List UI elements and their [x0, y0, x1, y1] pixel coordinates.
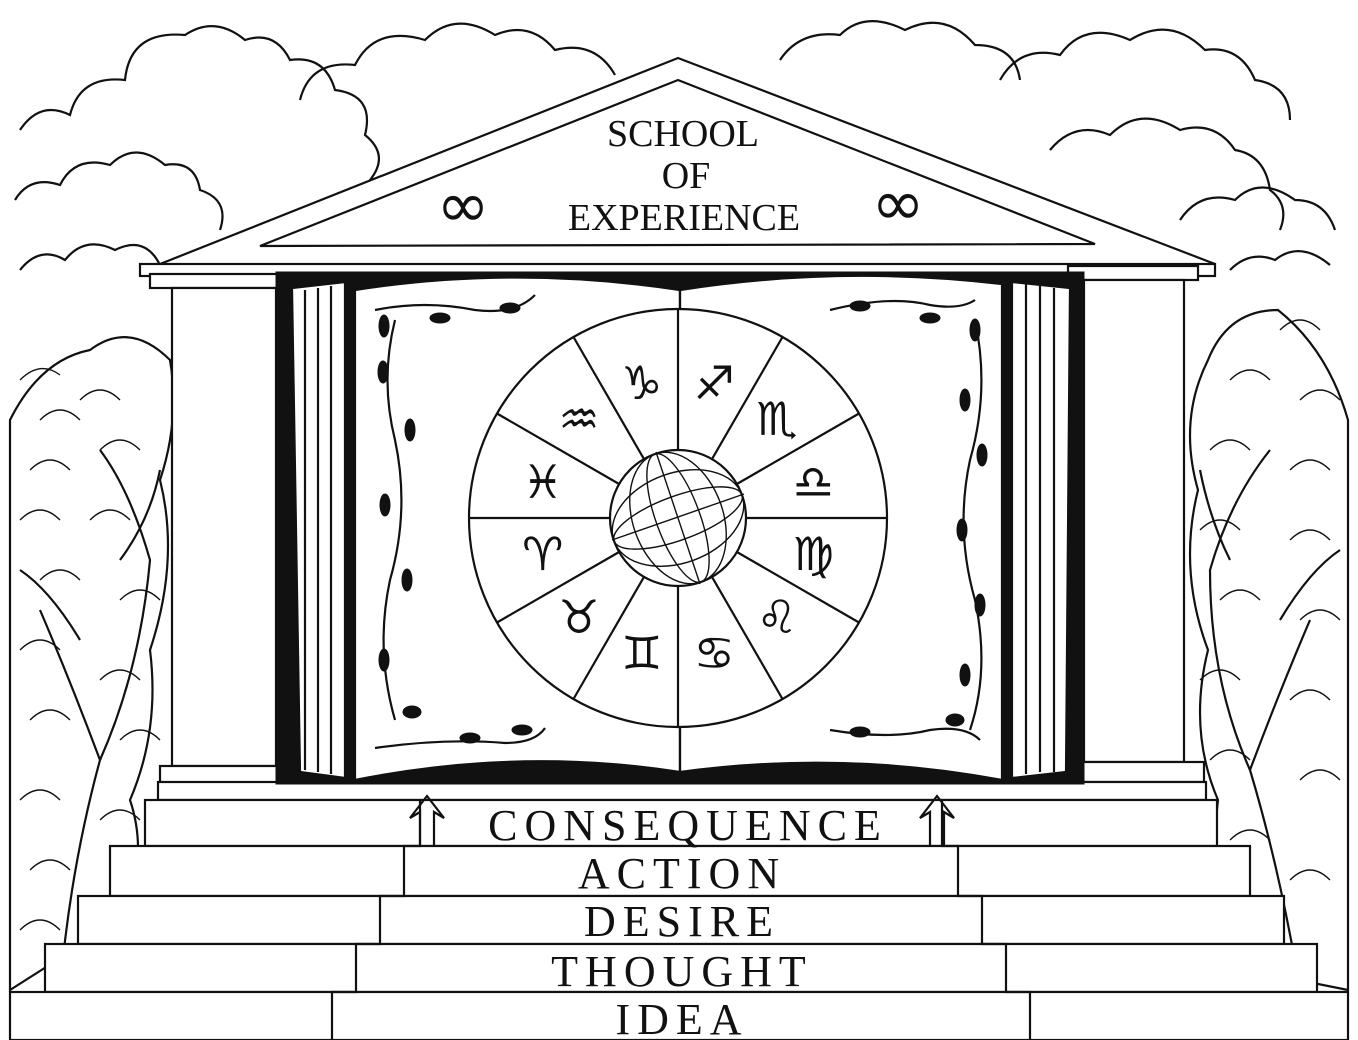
cloud-center	[300, 24, 615, 100]
aries-icon: ♈	[522, 527, 563, 581]
virgo-icon: ♍	[793, 527, 834, 581]
column-left-capital	[150, 274, 290, 288]
pediment: SCHOOL OF EXPERIENCE ∞ ∞	[140, 58, 1215, 276]
column-right-capital	[1068, 266, 1198, 280]
libra-icon: ♎	[793, 455, 834, 509]
sagittarius-icon: ♐	[694, 356, 735, 410]
cloud-center-right	[780, 21, 1020, 80]
step-label-consequence: CONSEQUENCE	[488, 801, 888, 850]
cloud-right	[1000, 30, 1290, 120]
gemini-icon: ♊	[621, 626, 662, 680]
capricorn-icon: ♑	[621, 356, 662, 410]
staircase: CONSEQUENCE ACTION DESIRE THOUGHT IDEA	[10, 796, 1348, 1040]
step-label-idea: IDEA	[615, 995, 748, 1040]
column-right	[1084, 280, 1184, 762]
cloud-right-low3	[1230, 251, 1330, 270]
scorpio-icon: ♏	[756, 392, 797, 446]
cloud-right-low2	[1180, 188, 1335, 231]
column-left	[172, 288, 276, 766]
pediment-title-line-2: OF	[662, 155, 711, 197]
infinity-right-icon: ∞	[871, 167, 924, 241]
column-right-base	[1072, 762, 1204, 782]
infinity-left-icon: ∞	[436, 169, 489, 243]
taurus-icon: ♉	[558, 590, 599, 644]
zodiac-wheel: ♑ ♐ ♏ ♎ ♍ ♌ ♋ ♊ ♉ ♈ ♓ ♒	[469, 309, 887, 727]
pediment-title-line-1: SCHOOL	[607, 113, 759, 155]
step-label-thought: THOUGHT	[551, 947, 813, 996]
leo-icon: ♌	[756, 590, 797, 644]
aquarius-icon: ♒	[558, 392, 599, 446]
cloud-left	[20, 26, 379, 180]
cloud-left-lower	[15, 153, 223, 231]
temple-base	[158, 782, 1206, 800]
cancer-icon: ♋	[694, 626, 735, 680]
step-label-desire: DESIRE	[584, 897, 780, 946]
step-label-action: ACTION	[578, 849, 786, 898]
pisces-icon: ♓	[522, 455, 563, 509]
pediment-title-line-3: EXPERIENCE	[568, 197, 800, 239]
